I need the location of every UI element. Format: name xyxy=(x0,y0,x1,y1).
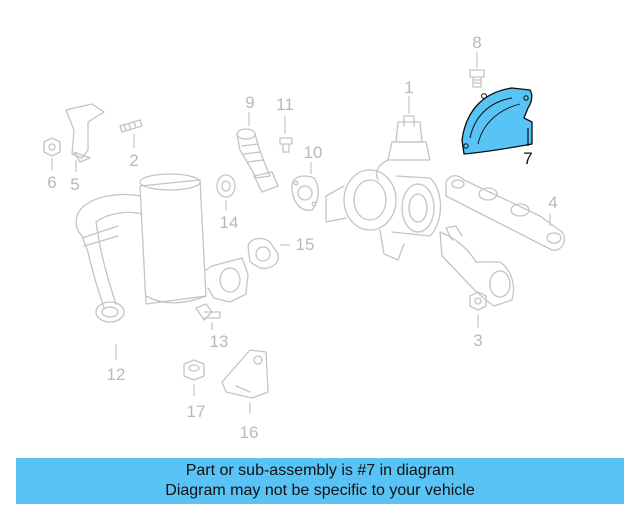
callout-10: 10 xyxy=(304,143,323,162)
parts-diagram: 8 7 1 4 xyxy=(43,33,566,442)
part-2-stud[interactable] xyxy=(119,119,143,133)
callout-2: 2 xyxy=(129,151,138,170)
part-6-nut[interactable] xyxy=(43,137,61,157)
callout-13: 13 xyxy=(210,332,229,351)
callout-7: 7 xyxy=(523,149,532,168)
part-3-nut[interactable] xyxy=(469,291,487,311)
part-4-gasket[interactable] xyxy=(445,175,566,251)
part-11-bolt[interactable] xyxy=(279,137,293,153)
callout-11: 11 xyxy=(276,95,294,114)
callout-17: 17 xyxy=(187,402,206,421)
callout-9: 9 xyxy=(245,93,254,112)
callout-12: 12 xyxy=(107,365,126,384)
callout-1: 1 xyxy=(404,78,413,97)
callout-3: 3 xyxy=(473,331,482,350)
banner-line-1: Part or sub-assembly is #7 in diagram xyxy=(185,462,455,479)
part-15-gasket[interactable] xyxy=(247,237,279,270)
callout-15: 15 xyxy=(296,235,315,254)
callout-6: 6 xyxy=(47,173,56,192)
banner-line-2: Diagram may not be specific to your vehi… xyxy=(165,482,475,499)
part-13-bolt[interactable] xyxy=(195,303,221,321)
callout-16: 16 xyxy=(240,423,259,442)
part-5-bracket[interactable] xyxy=(65,103,105,163)
callout-5: 5 xyxy=(70,175,79,194)
info-banner: Part or sub-assembly is #7 in diagram Di… xyxy=(16,458,624,504)
callout-8: 8 xyxy=(472,33,481,52)
part-1-turbocharger[interactable] xyxy=(325,115,442,261)
part-10-gasket[interactable] xyxy=(291,175,319,211)
part-12-catalytic-converter[interactable] xyxy=(75,173,249,323)
callout-4: 4 xyxy=(548,193,557,212)
part-17-nut[interactable] xyxy=(183,359,205,381)
part-9-egr-pipe[interactable] xyxy=(236,128,279,193)
part-16-bracket[interactable] xyxy=(221,349,269,399)
part-7-heat-shield[interactable] xyxy=(461,87,533,155)
part-8-bolt[interactable] xyxy=(469,69,485,88)
exhaust-manifold[interactable] xyxy=(439,225,515,307)
part-14-grommet[interactable] xyxy=(216,174,236,198)
callout-14: 14 xyxy=(220,213,239,232)
